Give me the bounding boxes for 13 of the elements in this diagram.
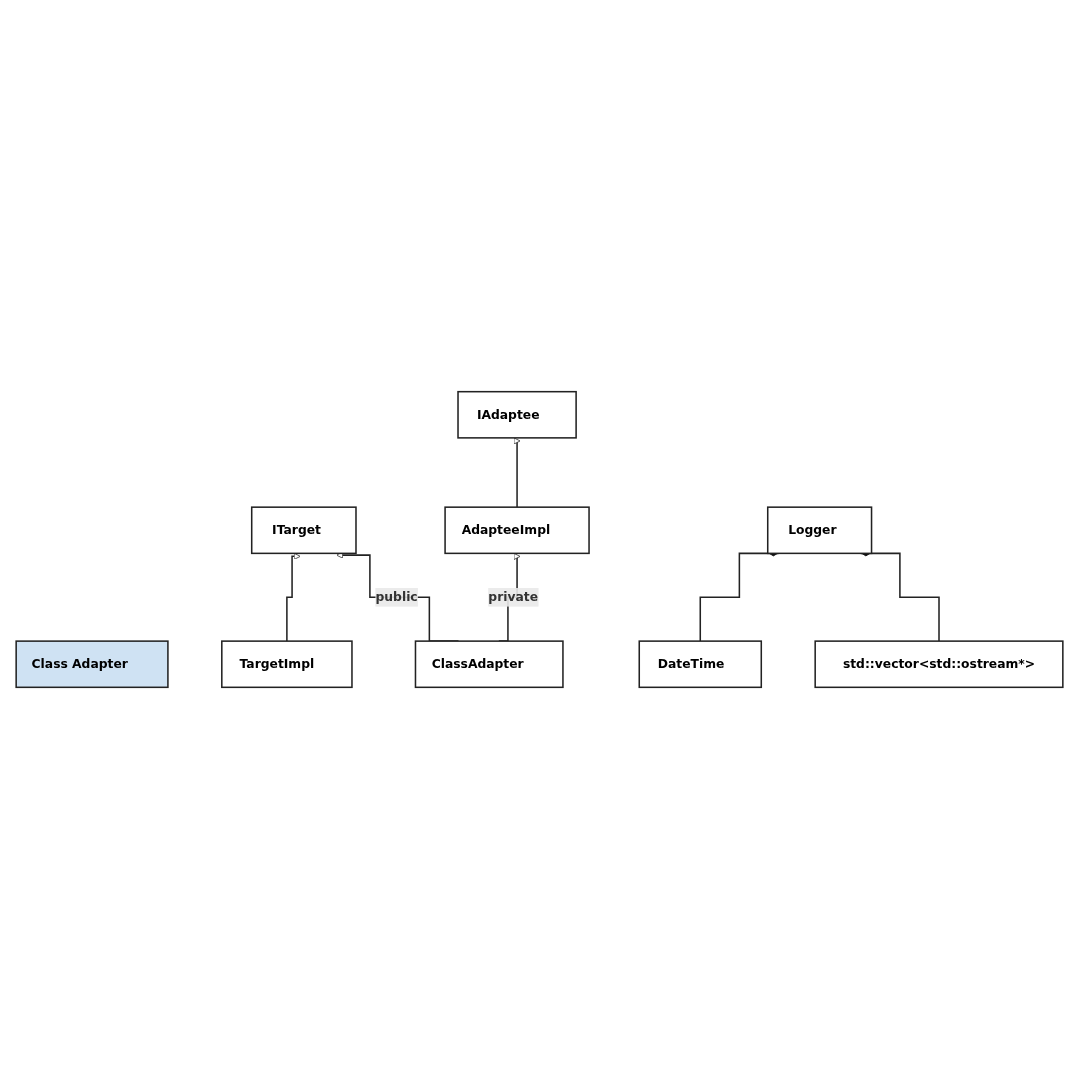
node-box: TargetImpl [221,640,353,689]
arrow [513,437,521,508]
node-box: ITarget [250,506,357,555]
node-box: AdapteeImpl [444,506,590,555]
node-box: Logger [766,506,873,555]
node-box: IAdaptee [457,390,577,439]
node-box: DateTime [638,640,763,689]
node-box: std::vector<std::ostream*> [814,640,1064,689]
arrow [286,552,301,642]
edge-label: public [375,589,418,605]
node-box: ClassAdapter [414,640,564,689]
edge-label: private [488,589,539,605]
node-box: Class Adapter [15,640,169,689]
